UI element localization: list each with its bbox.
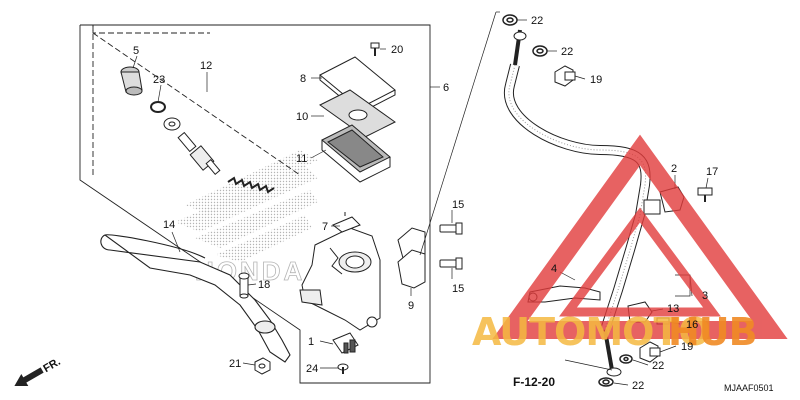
label-part-8: 8 bbox=[300, 73, 306, 85]
label-part-15-upper: 15 bbox=[452, 199, 464, 211]
label-part-18: 18 bbox=[258, 279, 270, 291]
part-spring bbox=[227, 176, 275, 194]
part-labels: 1 2 3 4 5 6 7 8 9 10 11 12 13 14 15 15 1… bbox=[133, 15, 718, 392]
watermark-text-part1: AUTOMOTO bbox=[472, 310, 710, 354]
label-part-10: 10 bbox=[296, 111, 308, 123]
part-holder bbox=[397, 227, 426, 289]
watermark-text-part2: HUB bbox=[668, 310, 757, 354]
label-part-16: 16 bbox=[686, 319, 698, 331]
label-part-22-a: 22 bbox=[531, 15, 543, 27]
part-bolt-upper bbox=[439, 222, 463, 235]
label-part-22-b: 22 bbox=[561, 46, 573, 58]
part-banjo-bolt-lower bbox=[639, 341, 661, 363]
part-bolt-lower bbox=[439, 257, 463, 270]
label-part-17: 17 bbox=[706, 166, 718, 178]
front-label: FR. bbox=[41, 356, 62, 375]
label-part-21: 21 bbox=[229, 358, 241, 370]
label-part-9: 9 bbox=[408, 300, 414, 312]
label-part-11: 11 bbox=[296, 153, 307, 165]
label-part-2: 2 bbox=[671, 163, 677, 175]
part-master-cylinder-body bbox=[299, 227, 381, 331]
label-part-7: 7 bbox=[322, 221, 328, 233]
label-part-19-upper: 19 bbox=[590, 74, 602, 86]
part-circlip bbox=[150, 101, 166, 113]
label-part-4: 4 bbox=[551, 263, 557, 275]
part-bolt-clamp-upper bbox=[697, 187, 713, 202]
section-reference: F-12-20 bbox=[513, 375, 555, 389]
part-boot bbox=[120, 66, 143, 96]
label-part-3: 3 bbox=[702, 290, 708, 302]
label-part-1: 1 bbox=[308, 336, 314, 348]
part-brake-switch bbox=[332, 332, 359, 354]
part-clip bbox=[332, 212, 361, 233]
part-nut bbox=[254, 357, 271, 375]
part-piston bbox=[177, 131, 221, 175]
label-part-22-c: 22 bbox=[652, 360, 664, 372]
label-part-19-lower: 19 bbox=[681, 341, 693, 353]
assembly-group-outline bbox=[79, 24, 431, 384]
label-part-22-d: 22 bbox=[632, 380, 644, 392]
diagram-code: MJAAF0501 bbox=[724, 383, 774, 393]
watermark-triangle-logo bbox=[492, 134, 788, 339]
part-washers bbox=[502, 14, 633, 387]
front-arrow-icon: FR. bbox=[14, 356, 63, 387]
label-part-20: 20 bbox=[391, 44, 403, 56]
label-part-12: 12 bbox=[200, 60, 212, 72]
part-diaphragm bbox=[321, 124, 391, 183]
part-brake-lever bbox=[100, 234, 291, 363]
label-part-23: 23 bbox=[153, 74, 165, 86]
label-part-5: 5 bbox=[133, 45, 139, 57]
part-screw-switch bbox=[337, 363, 349, 374]
part-screw-top bbox=[370, 42, 380, 56]
watermark: AUTOMOTO HUB bbox=[472, 134, 788, 354]
part-banjo-bolt-upper bbox=[554, 65, 576, 87]
label-part-15-lower: 15 bbox=[452, 283, 464, 295]
label-part-24: 24 bbox=[306, 363, 318, 375]
part-brake-hose bbox=[503, 29, 651, 377]
label-part-13: 13 bbox=[667, 303, 679, 315]
label-part-6: 6 bbox=[443, 82, 449, 94]
label-part-14: 14 bbox=[163, 219, 175, 231]
part-pivot-bolt bbox=[238, 272, 250, 299]
